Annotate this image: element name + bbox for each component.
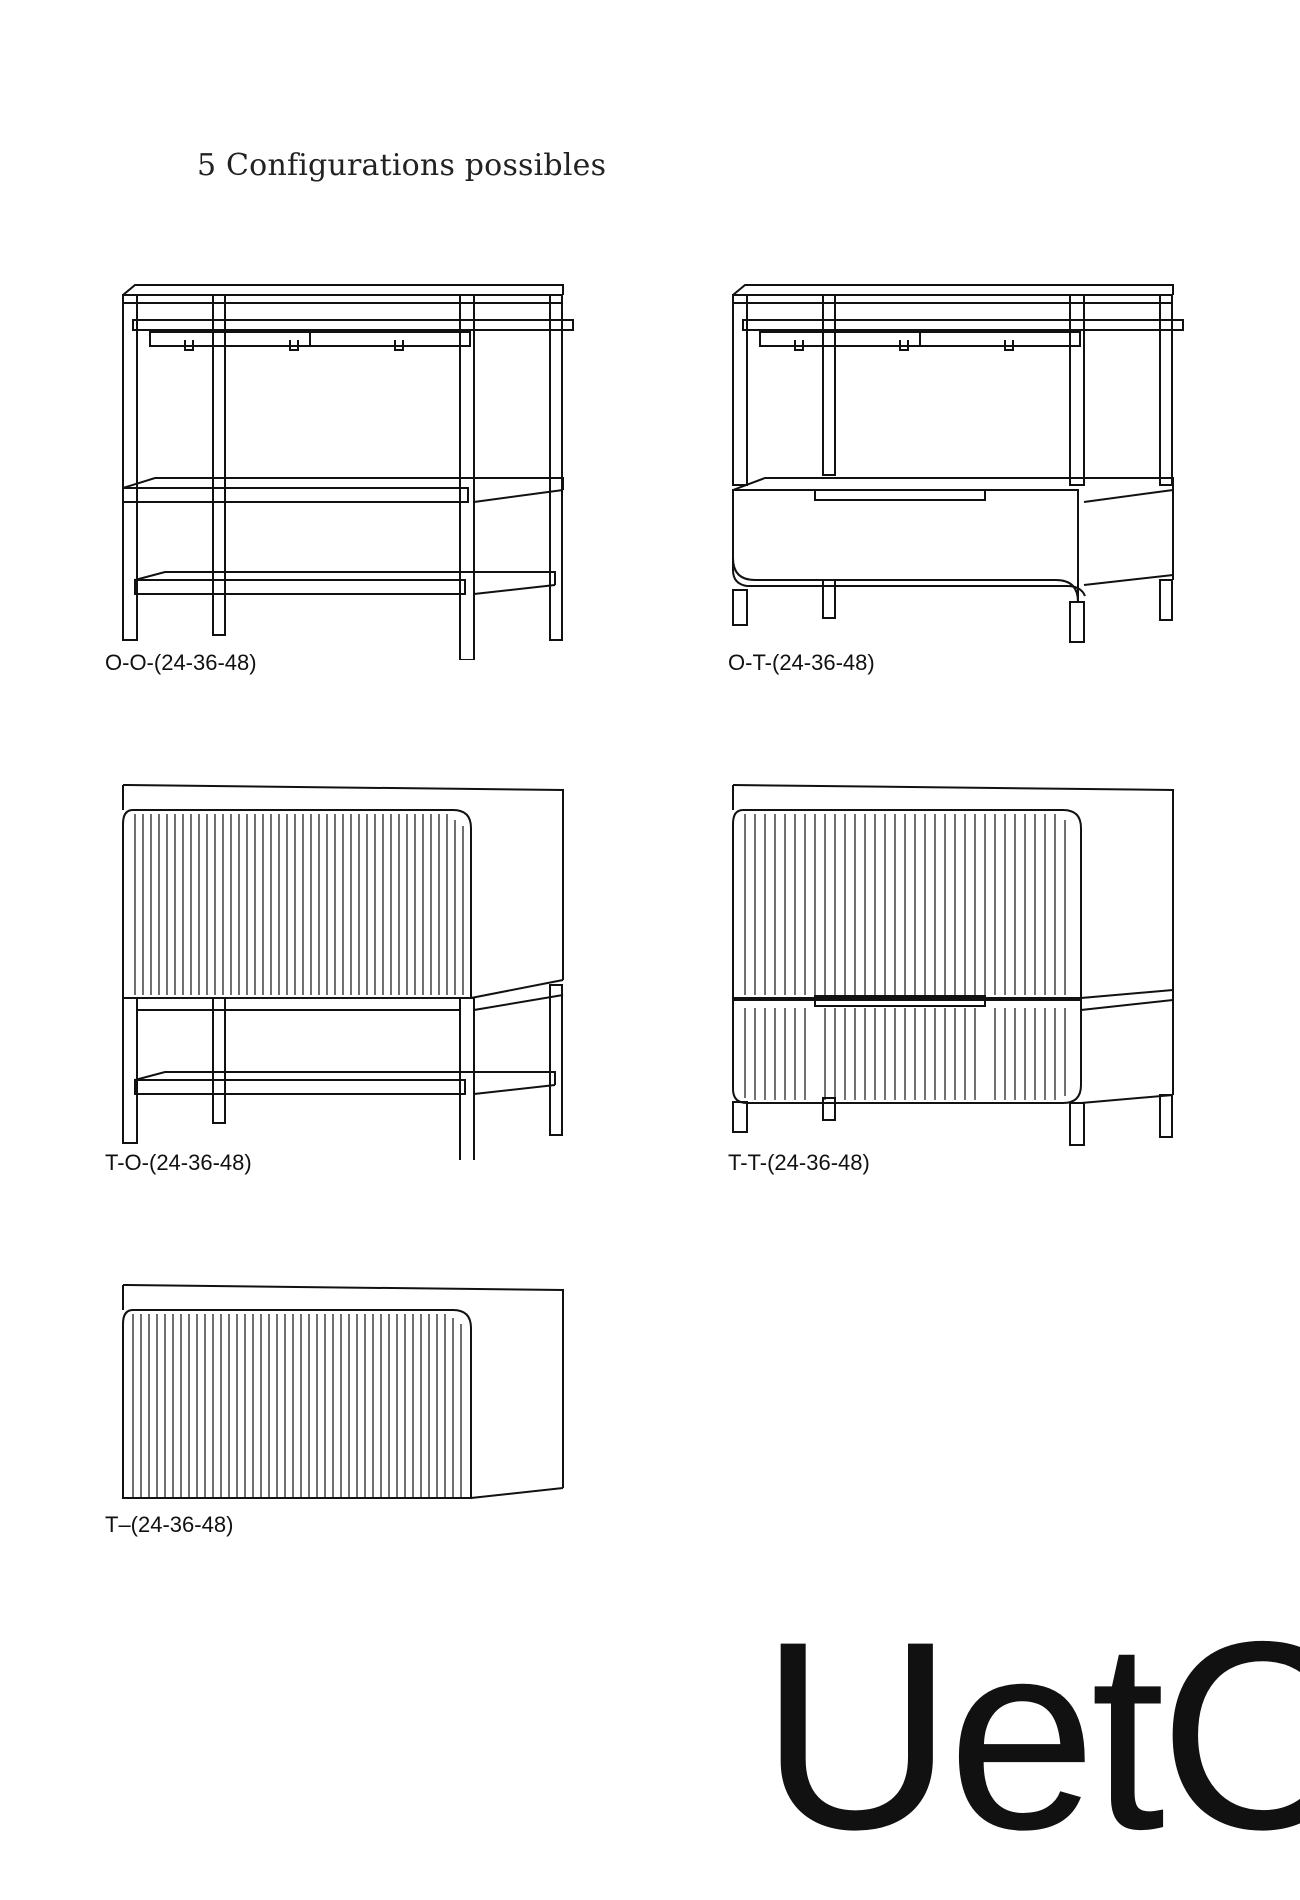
vanity-frame <box>123 985 563 1160</box>
page-title: 5 Configurations possibles <box>197 148 607 183</box>
configuration-drawing-t-dash <box>115 1280 575 1510</box>
configuration-drawing-o-t <box>725 280 1185 660</box>
fluted-front <box>745 814 1065 1100</box>
fluted-front <box>133 1314 461 1498</box>
drawer-unit <box>733 785 1173 1145</box>
vanity-frame <box>733 285 1183 485</box>
brand-logo-text: UetC <box>760 1585 1300 1885</box>
drawer-unit <box>123 785 563 998</box>
configuration-drawing-t-t <box>725 780 1185 1160</box>
configuration-code: T-T-(24-36-48) <box>728 1150 870 1175</box>
configuration-code: T–(24-36-48) <box>105 1512 234 1537</box>
configuration-code: O-T-(24-36-48) <box>728 650 875 675</box>
fluted-front <box>135 814 463 995</box>
configuration-drawing-t-o <box>115 780 575 1160</box>
drawer-unit <box>733 478 1173 642</box>
configuration-code: T-O-(24-36-48) <box>105 1150 252 1175</box>
configuration-drawing-o-o <box>115 280 575 660</box>
vanity-frame <box>123 285 573 660</box>
drawer-unit <box>123 1285 563 1498</box>
brand-logo: UetC <box>760 1585 1300 1885</box>
configuration-code: O-O-(24-36-48) <box>105 650 257 675</box>
